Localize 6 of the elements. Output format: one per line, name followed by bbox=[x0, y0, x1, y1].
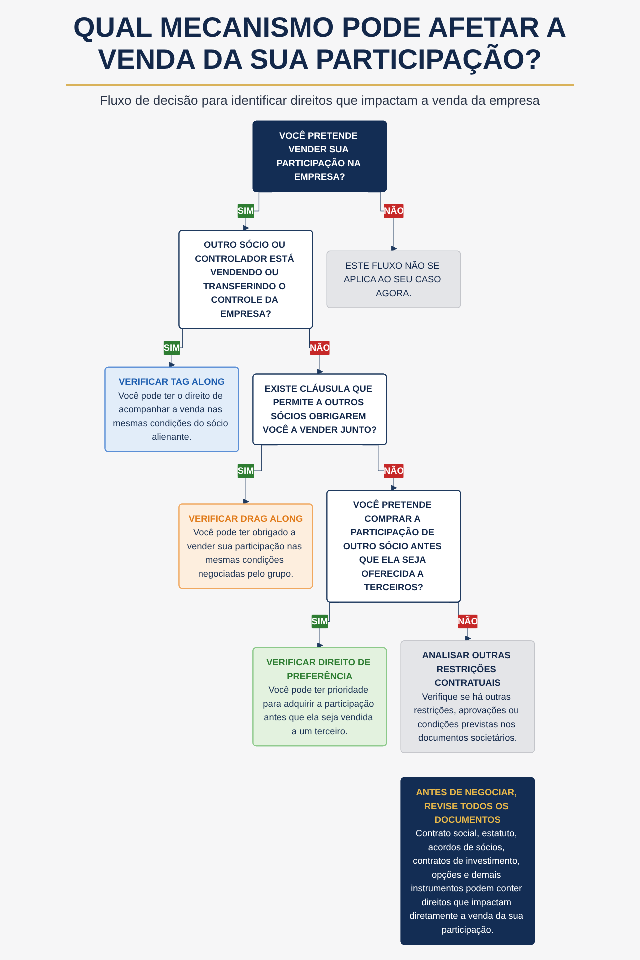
title: QUAL MECANISMO PODE AFETAR A VENDA DA SUA PARTICIPAÇÃO? bbox=[72, 12, 568, 76]
edge-label: SIM bbox=[312, 616, 328, 627]
edge-label: SIM bbox=[238, 466, 254, 476]
edge-label: SIM bbox=[238, 206, 254, 216]
subtitle: Fluxo de decisão para identificar direitos que impactam a venda da empresa bbox=[98, 93, 542, 108]
edge-label: SIM bbox=[164, 342, 180, 353]
